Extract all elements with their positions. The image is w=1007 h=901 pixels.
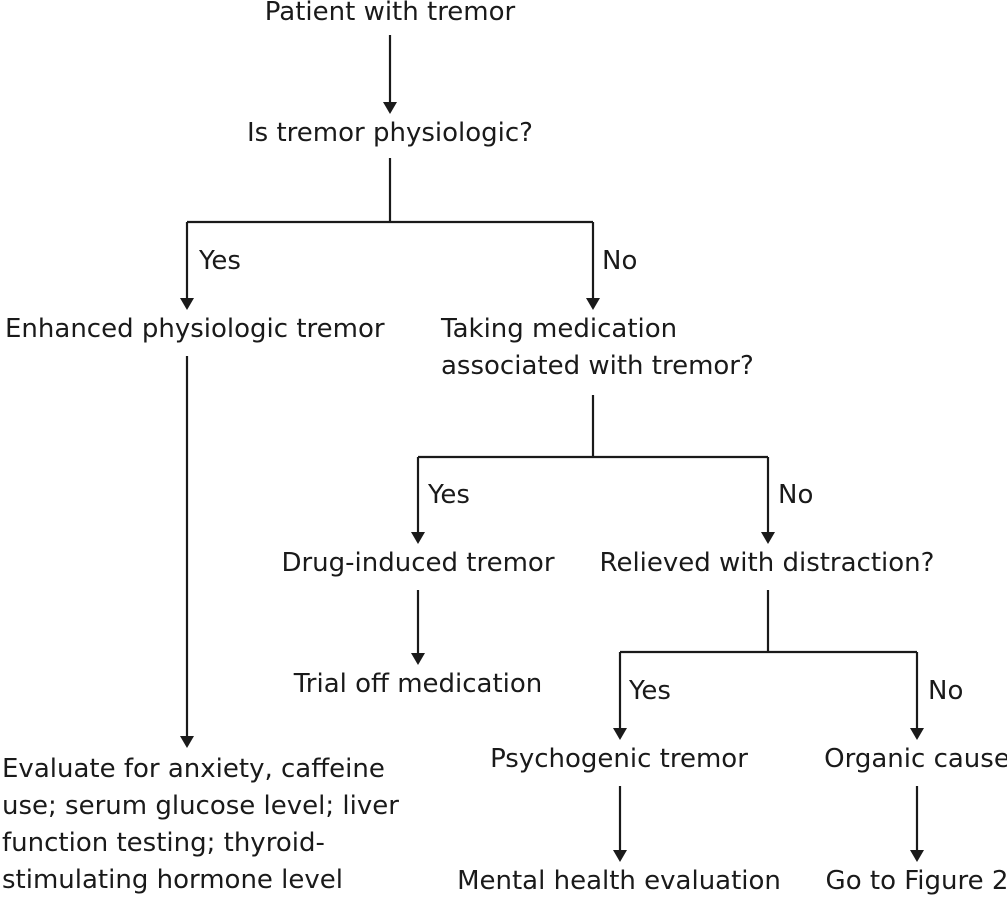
node-medication-question-line1: Taking medication — [441, 314, 678, 344]
edge-label-no-distraction: No — [928, 676, 964, 706]
node-evaluate-line2: use; serum glucose level; liver — [2, 791, 399, 821]
node-enhanced-physiologic: Enhanced physiologic tremor — [5, 314, 385, 344]
node-evaluate-line3: function testing; thyroid- — [2, 828, 325, 858]
node-go-to-figure-2: Go to Figure 2 — [825, 866, 1007, 896]
node-mental-health-evaluation: Mental health evaluation — [457, 866, 781, 896]
node-psychogenic-tremor: Psychogenic tremor — [490, 744, 748, 774]
node-drug-induced: Drug-induced tremor — [281, 548, 555, 578]
node-evaluate-line4: stimulating hormone level — [2, 865, 344, 895]
edge-label-yes-medication: Yes — [428, 480, 470, 510]
node-trial-off-medication: Trial off medication — [293, 669, 543, 699]
node-patient-with-tremor: Patient with tremor — [264, 0, 516, 27]
node-evaluate-line1: Evaluate for anxiety, caffeine — [2, 754, 385, 784]
node-physiologic-question: Is tremor physiologic? — [247, 118, 533, 148]
edge-label-no-medication: No — [778, 480, 814, 510]
node-medication-question-line2: associated with tremor? — [441, 351, 754, 381]
node-organic-cause: Organic cause — [824, 744, 1007, 774]
edge-label-yes-distraction: Yes — [629, 676, 671, 706]
edge-label-yes-physiologic: Yes — [199, 246, 241, 276]
node-distraction-question: Relieved with distraction? — [599, 548, 935, 578]
edge-label-no-physiologic: No — [602, 246, 638, 276]
